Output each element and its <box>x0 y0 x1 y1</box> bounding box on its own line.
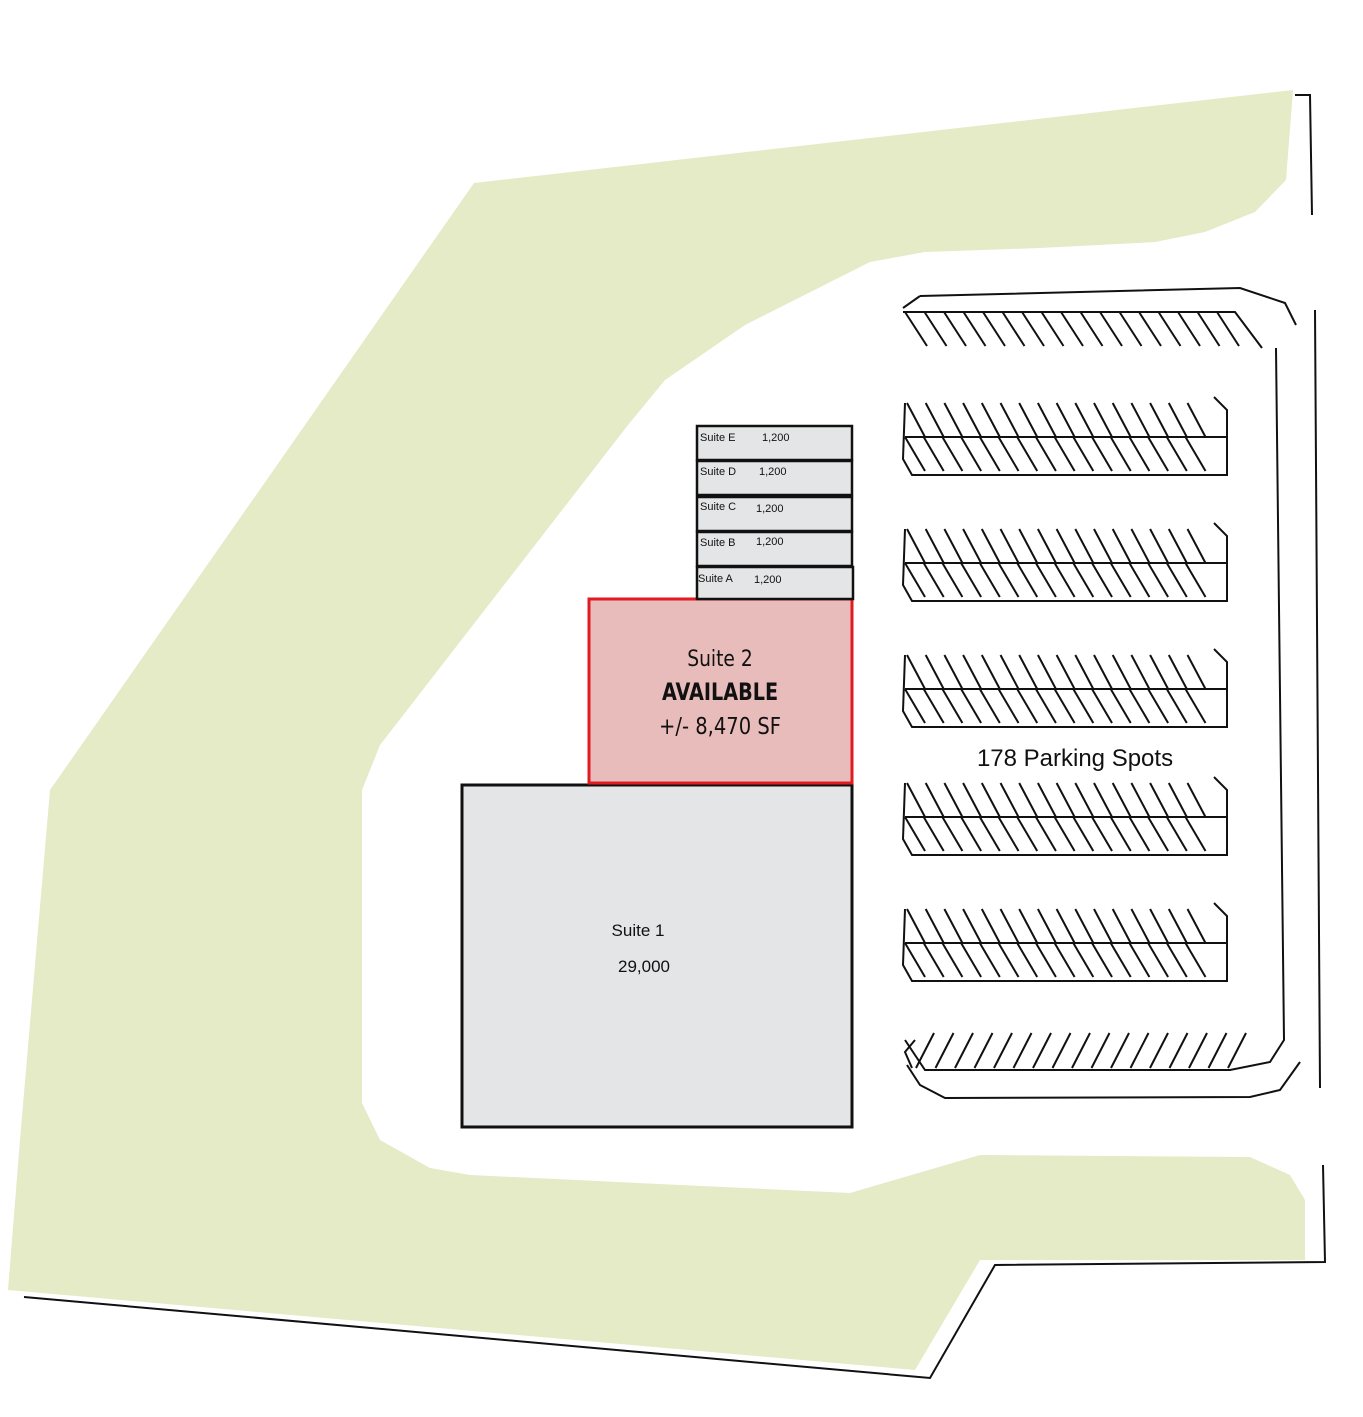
suite-c-size: 1,200 <box>756 503 784 515</box>
suite-e-name: Suite E <box>700 432 735 444</box>
suite-2-size: +/- 8,470 SF <box>659 714 781 741</box>
suite-1-building[interactable] <box>460 783 854 1129</box>
suite-c-name: Suite C <box>700 501 736 513</box>
suite-a-size: 1,200 <box>754 574 782 586</box>
suite-a-name: Suite A <box>698 573 734 585</box>
suite-d[interactable]: Suite D 1,200 <box>695 459 854 497</box>
parking-curb-top <box>902 295 921 309</box>
parking-row-double <box>901 522 1228 602</box>
suite-1-name: Suite 1 <box>612 921 665 940</box>
parking-row-top <box>903 311 1263 349</box>
parking-label-backdrop <box>960 740 1190 776</box>
suite-b-name: Suite B <box>700 537 735 549</box>
suite-e[interactable]: Suite E 1,200 <box>695 424 854 462</box>
parking-row-double <box>901 396 1228 476</box>
suite-e-size: 1,200 <box>762 432 790 444</box>
property-lines <box>23 94 1327 1380</box>
suite-c[interactable]: Suite C 1,200 <box>695 495 854 533</box>
parking-row-double <box>901 776 1228 856</box>
suite-1-size: 29,000 <box>618 957 670 976</box>
suite-b-size: 1,200 <box>756 536 784 548</box>
suite-b[interactable]: Suite B 1,200 <box>695 530 854 568</box>
parking-row-double <box>901 902 1228 982</box>
suite-d-name: Suite D <box>700 466 736 478</box>
suite-2-name: Suite 2 <box>687 646 753 672</box>
parking-row-double <box>901 648 1228 728</box>
suite-2-status: AVAILABLE <box>662 679 778 707</box>
parking-rows <box>901 311 1263 1069</box>
parking-row-bottom <box>903 1032 1247 1069</box>
parking-label: 178 Parking Spots <box>977 745 1173 772</box>
landscape-area <box>8 90 1305 1370</box>
suite-a[interactable]: Suite A 1,200 <box>695 565 855 601</box>
suite-d-size: 1,200 <box>759 466 787 478</box>
suite-2-building[interactable] <box>587 597 854 785</box>
small-suites: Suite E 1,200 Suite D 1,200 Suite C 1,20… <box>695 424 855 601</box>
parking-curb <box>904 286 1301 1100</box>
